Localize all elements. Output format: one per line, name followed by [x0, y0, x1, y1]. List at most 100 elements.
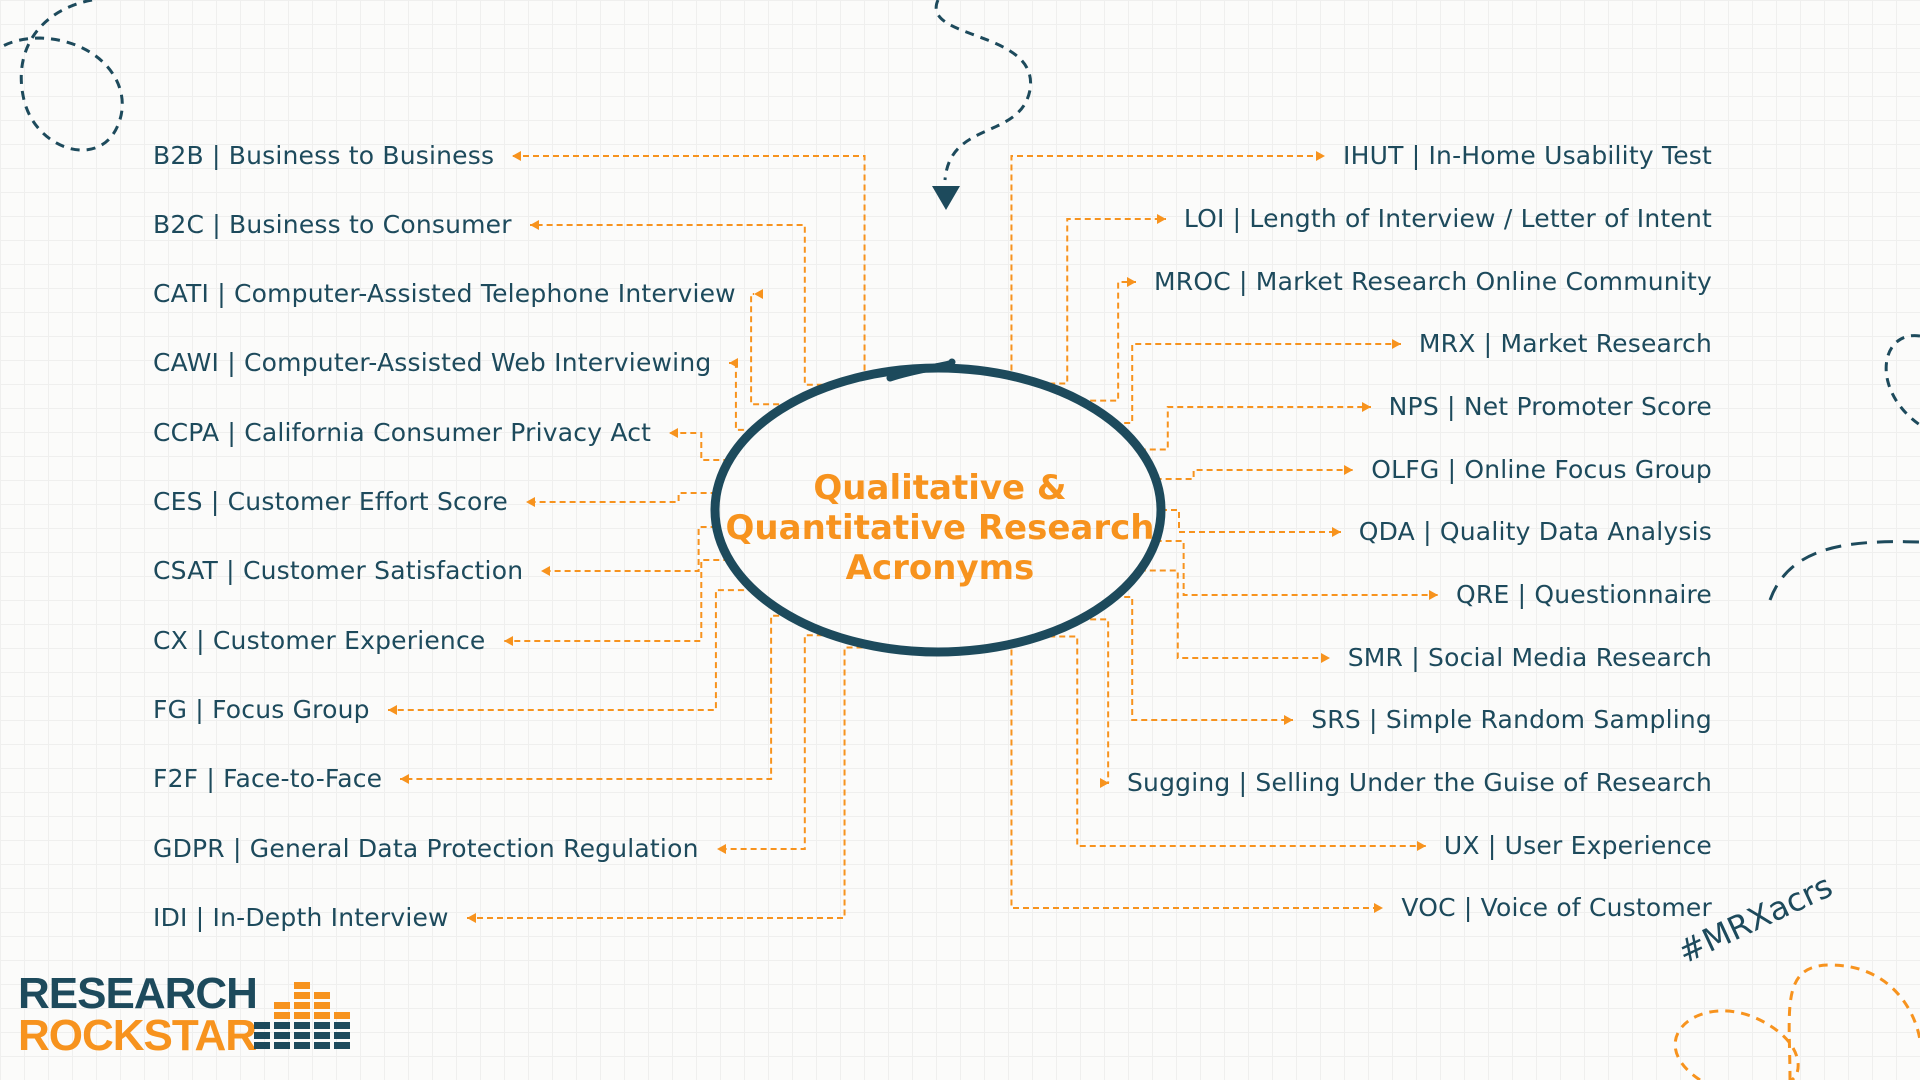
acronym-qre: QRE | Questionnaire: [1456, 580, 1712, 609]
acronym-qda: QDA | Quality Data Analysis: [1358, 517, 1712, 546]
diagram-title: Qualitative & Quantitative Research Acro…: [720, 458, 1160, 598]
arrowhead-right-10: [1100, 778, 1109, 788]
equalizer-segment: [314, 1032, 330, 1039]
arrowhead-right-11: [1417, 841, 1426, 851]
arrowhead-right-12: [1374, 903, 1383, 913]
acronym-mrx: MRX | Market Research: [1418, 329, 1712, 358]
logo-word-research: RESEARCH: [18, 969, 258, 1018]
logo-word-rockstar: ROCKSTAR: [18, 1011, 257, 1060]
equalizer-segment: [314, 992, 330, 999]
equalizer-segment: [274, 1002, 290, 1009]
doodle-arc-right: [1884, 334, 1920, 427]
connector-right-7: [1155, 539, 1438, 596]
connector-left-0: [512, 155, 883, 374]
acronym-gdpr: GDPR | General Data Protection Regulatio…: [153, 834, 699, 863]
equalizer-segment: [314, 1042, 330, 1049]
brand-logo: RESEARCH ROCKSTAR: [18, 968, 358, 1058]
equalizer-segment: [294, 1032, 310, 1039]
equalizer-segment: [294, 1042, 310, 1049]
acronym-ihut: IHUT | In-Home Usability Test: [1343, 141, 1712, 170]
acronym-ces: CES | Customer Effort Score: [153, 487, 508, 516]
doodle-circle-top-left: [0, 0, 124, 152]
acronym-idi: IDI | In-Depth Interview: [153, 903, 449, 932]
arrowhead-left-10: [717, 844, 726, 854]
acronym-olfg: OLFG | Online Focus Group: [1371, 455, 1712, 484]
arrowhead-right-0: [1316, 151, 1325, 161]
arrow-down-icon: [932, 186, 960, 210]
arrowhead-right-8: [1321, 653, 1330, 663]
connector-left-10: [717, 634, 833, 850]
arrowhead-right-3: [1392, 339, 1401, 349]
acronym-cawi: CAWI | Computer-Assisted Web Interviewin…: [153, 348, 712, 377]
title-line-3: Acronyms: [845, 548, 1035, 588]
arrowhead-left-11: [467, 913, 476, 923]
equalizer-segment: [274, 1032, 290, 1039]
acronym-sugging: Sugging | Selling Under the Guise of Res…: [1126, 768, 1712, 797]
connector-right-1: [1039, 218, 1166, 385]
title-line-2: Quantitative Research: [725, 508, 1155, 548]
equalizer-segment: [254, 1042, 270, 1049]
arrowhead-right-1: [1157, 214, 1166, 224]
equalizer-segment: [334, 1032, 350, 1039]
connector-left-4: [669, 432, 730, 461]
connector-right-5: [1155, 469, 1353, 481]
arrowhead-left-4: [669, 428, 678, 438]
arrowhead-left-8: [388, 705, 397, 715]
acronym-ux: UX | User Experience: [1443, 831, 1712, 860]
title-line-1: Qualitative &: [813, 468, 1067, 508]
equalizer-segment: [334, 1042, 350, 1049]
acronym-voc: VOC | Voice of Customer: [1401, 893, 1712, 922]
equalizer-segment: [294, 982, 310, 989]
equalizer-segment: [314, 1002, 330, 1009]
doodle-swoosh-right: [1768, 540, 1920, 601]
acronym-cx: CX | Customer Experience: [153, 626, 486, 655]
arrowhead-left-5: [526, 497, 535, 507]
acronym-mroc: MROC | Market Research Online Community: [1154, 267, 1712, 296]
acronym-loi: LOI | Length of Interview / Letter of In…: [1183, 204, 1712, 233]
equalizer-segment: [274, 1012, 290, 1019]
arrowhead-left-3: [729, 358, 738, 368]
equalizer-icon: [254, 982, 350, 1049]
arrowhead-right-2: [1127, 277, 1136, 287]
equalizer-segment: [294, 1022, 310, 1029]
arrowhead-right-4: [1362, 402, 1371, 412]
arrowhead-left-2: [754, 289, 763, 299]
acronym-srs: SRS | Simple Random Sampling: [1311, 705, 1712, 734]
doodle-squiggle-top: [934, 0, 1032, 181]
arrowhead-left-0: [512, 151, 521, 161]
arrowhead-left-6: [541, 566, 550, 576]
connector-left-7: [504, 559, 730, 642]
equalizer-segment: [334, 1012, 350, 1019]
acronym-ccpa: CCPA | California Consumer Privacy Act: [153, 418, 652, 447]
acronym-csat: CSAT | Customer Satisfaction: [153, 556, 524, 585]
acronym-fg: FG | Focus Group: [153, 695, 370, 724]
connector-right-8: [1139, 569, 1330, 659]
arrowhead-right-5: [1344, 465, 1353, 475]
equalizer-segment: [274, 1042, 290, 1049]
acronym-nps: NPS | Net Promoter Score: [1388, 392, 1712, 421]
equalizer-segment: [294, 1012, 310, 1019]
connector-left-5: [526, 492, 717, 503]
connector-left-8: [388, 589, 754, 711]
acronym-smr: SMR | Social Media Research: [1347, 643, 1712, 672]
connector-left-2: [750, 293, 790, 406]
acronym-b2b: B2B | Business to Business: [153, 141, 495, 170]
connector-right-11: [1039, 635, 1426, 847]
arrowhead-right-9: [1284, 715, 1293, 725]
equalizer-segment: [254, 1032, 270, 1039]
connector-right-4: [1139, 406, 1371, 451]
connector-right-12: [993, 646, 1383, 909]
connector-right-0: [993, 155, 1325, 374]
doodle-loops-bottom-right: [1673, 963, 1920, 1080]
arrowhead-right-7: [1429, 590, 1438, 600]
equalizer-segment: [254, 1022, 270, 1029]
equalizer-segment: [274, 1022, 290, 1029]
equalizer-segment: [294, 1002, 310, 1009]
connector-left-6: [541, 525, 717, 572]
arrowhead-left-1: [530, 220, 539, 230]
connector-right-3: [1114, 343, 1401, 424]
equalizer-segment: [294, 992, 310, 999]
connector-left-3: [729, 362, 754, 431]
